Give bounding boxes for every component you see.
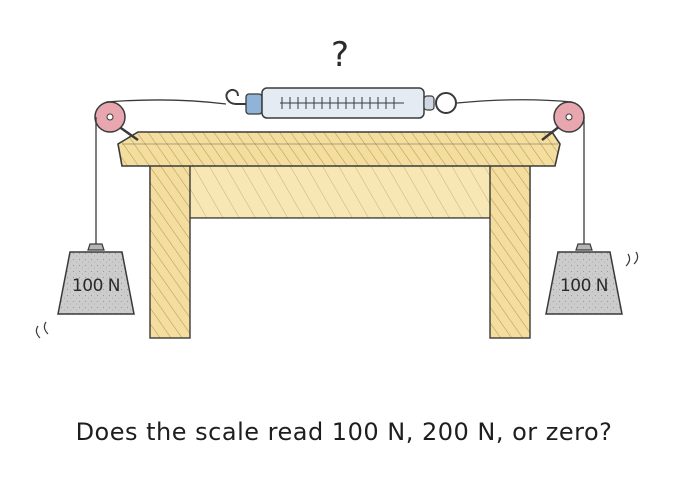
- scale-hook: [225, 88, 246, 105]
- question-caption: Does the scale read 100 N, 200 N, or zer…: [75, 418, 613, 446]
- table-top: [117, 131, 561, 167]
- question-mark: ?: [331, 35, 349, 75]
- weight-left: 100 N: [57, 243, 135, 315]
- pulley-left: [94, 101, 139, 142]
- scale-ticks: [281, 97, 395, 109]
- table-opening: [190, 218, 490, 338]
- weight-left-label: 100 N: [72, 276, 120, 296]
- spring-scale: [225, 87, 457, 119]
- pulley-right: [541, 101, 585, 141]
- strings: [95, 99, 585, 248]
- table-apron: [149, 164, 531, 219]
- table: [117, 131, 561, 339]
- motion-marks-left: [35, 321, 49, 339]
- table-leg-left: [149, 164, 191, 339]
- scale-ring: [435, 92, 457, 114]
- weight-right-label: 100 N: [560, 276, 608, 296]
- scale-cap: [245, 93, 263, 115]
- motion-marks-right: [625, 251, 639, 267]
- weight-right: 100 N: [545, 243, 623, 315]
- table-leg-right: [489, 164, 531, 339]
